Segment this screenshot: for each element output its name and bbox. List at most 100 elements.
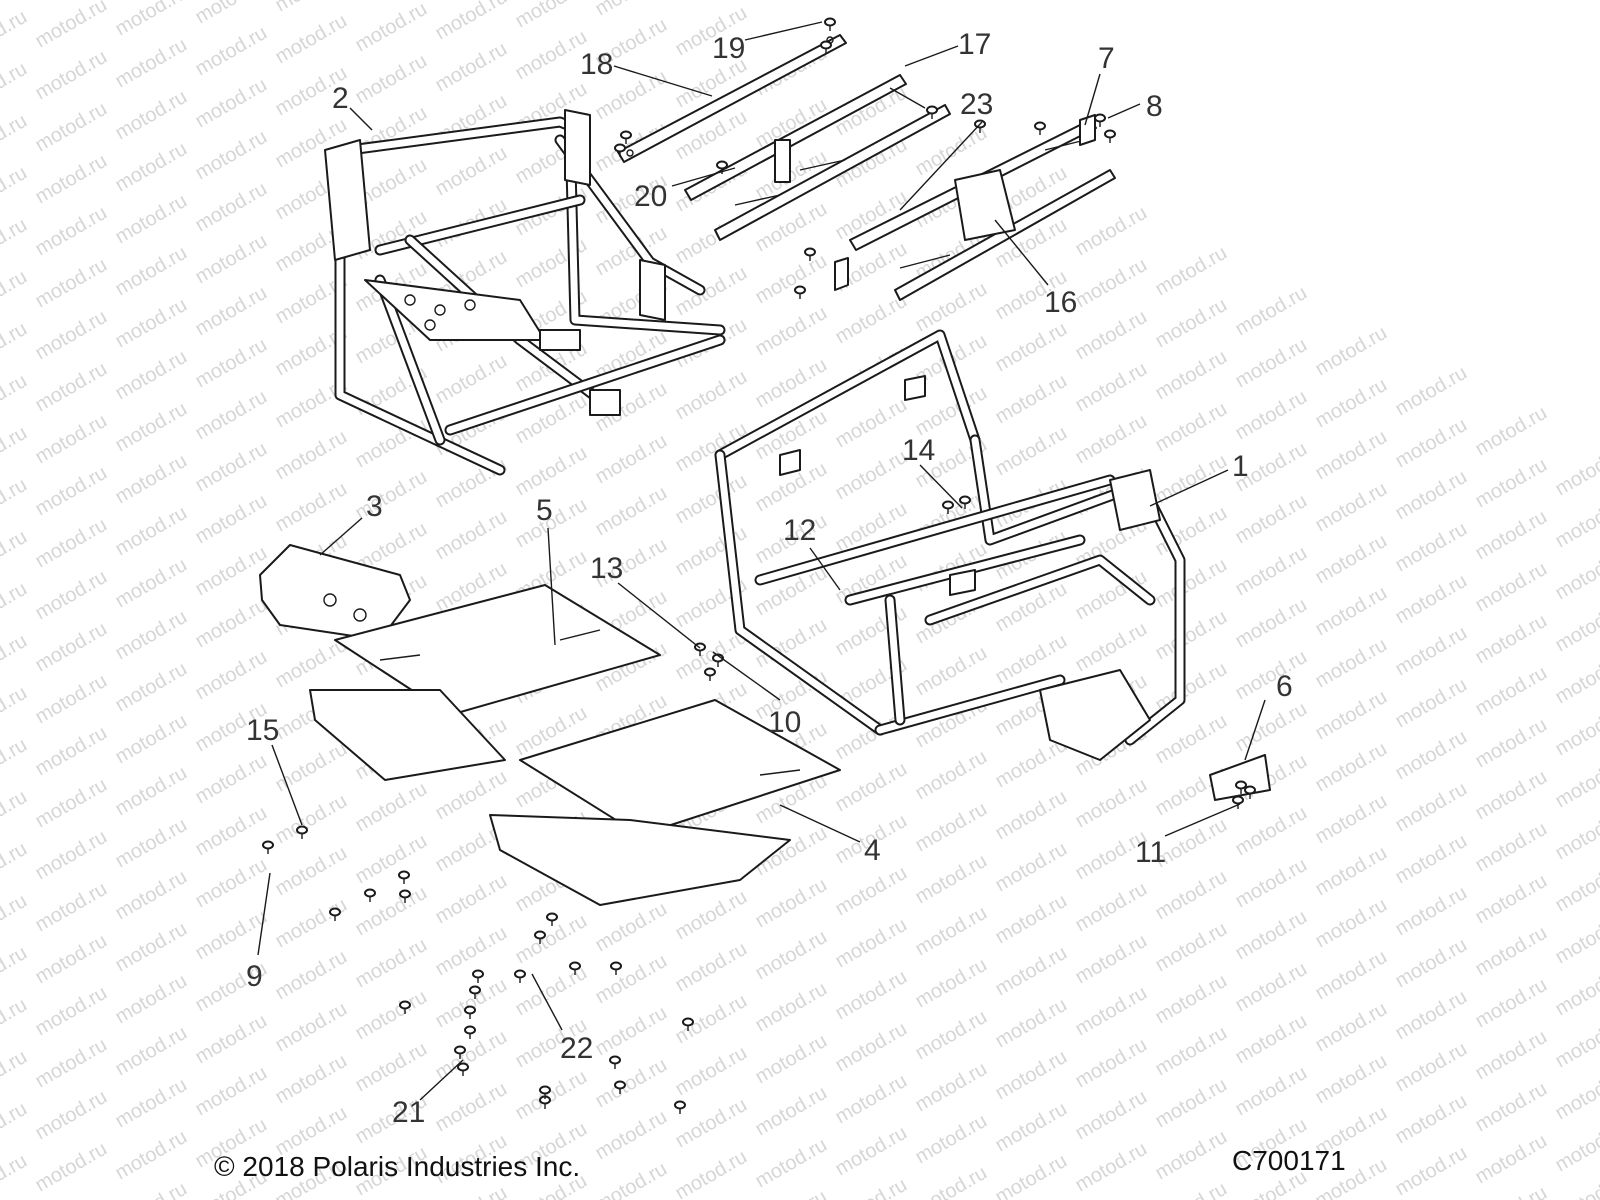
watermark-text: motod.ru: [1472, 402, 1551, 461]
callout-22: 22: [531, 973, 593, 1065]
watermark-text: motod.ru: [1232, 594, 1311, 653]
watermark-text: motod.ru: [992, 890, 1071, 949]
watermark-text: motod.ru: [1392, 882, 1471, 941]
fastener-head: [1235, 780, 1247, 790]
fastener-head: [614, 1080, 626, 1090]
fastener-head: [398, 870, 410, 880]
watermark-text: motod.ru: [1072, 878, 1151, 937]
watermark-text: motod.ru: [1472, 870, 1551, 929]
fastener-head: [804, 247, 816, 257]
watermark-text: motod.ru: [1312, 1050, 1391, 1109]
watermark-text: motod.ru: [752, 302, 831, 361]
watermark-text: motod.ru: [32, 982, 111, 1041]
fastener-head: [469, 985, 481, 995]
callout-label-1: 1: [1232, 450, 1249, 483]
watermark-text: motod.ru: [112, 1126, 191, 1185]
fastener: [296, 825, 308, 839]
fastener: [674, 1100, 686, 1114]
callout-20: 20: [634, 167, 736, 213]
callout-18: 18: [580, 48, 713, 97]
watermark-text: motod.ru: [752, 1082, 831, 1141]
watermark-text: motod.ru: [1152, 346, 1231, 405]
watermark-text: motod.ru: [832, 758, 911, 817]
watermark-text: motod.ru: [1472, 974, 1551, 1033]
watermark-text: motod.ru: [112, 86, 191, 145]
fastener-head: [464, 1025, 476, 1035]
watermark-text: motod.ru: [1392, 466, 1471, 525]
fastener: [1104, 129, 1116, 143]
callout-3: 3: [319, 490, 383, 556]
watermark-text: motod.ru: [112, 554, 191, 613]
watermark-text: motod.ru: [1472, 454, 1551, 513]
watermark-text: motod.ru: [912, 954, 991, 1013]
watermark-text: motod.ru: [992, 786, 1071, 845]
watermark-text: motod.ru: [752, 874, 831, 933]
fastener-head: [457, 1062, 469, 1072]
watermark-text: motod.ru: [192, 74, 271, 133]
watermark-text: motod.ru: [1152, 866, 1231, 925]
watermark-text: motod.ru: [272, 842, 351, 901]
watermark-text: motod.ru: [32, 514, 111, 573]
watermark-text: motod.ru: [32, 306, 111, 365]
fastener: [716, 160, 728, 174]
watermark-text: motod.ru: [1552, 806, 1600, 865]
fastener-head: [794, 285, 806, 295]
watermark-text: motod.ru: [32, 1086, 111, 1145]
watermark-text: motod.ru: [592, 950, 671, 1009]
fastener-head: [539, 1085, 551, 1095]
watermark-text: motod.ru: [1072, 618, 1151, 677]
watermark-text: motod.ru: [432, 350, 511, 409]
watermark-text: motod.ru: [32, 410, 111, 469]
watermark-text: motod.ru: [352, 50, 431, 109]
fastener-head: [472, 969, 484, 979]
watermark-text: motod.ru: [1392, 830, 1471, 889]
watermark-text: motod.ru: [992, 942, 1071, 1001]
watermark-text: motod.ru: [32, 774, 111, 833]
watermark-text: motod.ru: [0, 110, 31, 169]
watermark-text: motod.ru: [992, 370, 1071, 429]
watermark-text: motod.ru: [1232, 646, 1311, 705]
watermark-text: motod.ru: [672, 990, 751, 1049]
watermark-text: motod.ru: [1552, 910, 1600, 969]
callout-label-3: 3: [366, 490, 383, 523]
fastener: [820, 40, 832, 54]
skid-plate-part-3: [259, 544, 411, 641]
watermark-text: motod.ru: [1152, 970, 1231, 1029]
fastener: [472, 969, 484, 983]
callout-11: 11: [1135, 803, 1241, 869]
fastener: [1034, 121, 1046, 135]
fastener: [329, 907, 341, 921]
watermark-text: motod.ru: [112, 970, 191, 1029]
fastener-head: [1094, 113, 1106, 123]
watermark-text: motod.ru: [32, 618, 111, 677]
fastener-head: [399, 1000, 411, 1010]
watermark-text: motod.ru: [672, 1042, 751, 1101]
fastener: [942, 500, 954, 514]
watermark-text: motod.ru: [1472, 610, 1551, 669]
callout-17: 17: [904, 28, 991, 67]
watermark-text: motod.ru: [1472, 558, 1551, 617]
fastener-head: [1244, 785, 1256, 795]
fastener-head: [820, 40, 832, 50]
watermark-text: motod.ru: [592, 482, 671, 541]
watermark-text: motod.ru: [112, 1022, 191, 1081]
watermark-text: motod.ru: [912, 642, 991, 701]
watermark-text: motod.ru: [672, 470, 751, 529]
watermark-text: motod.ru: [1472, 1130, 1551, 1189]
fastener-head: [1232, 795, 1244, 805]
watermark-text: motod.ru: [672, 938, 751, 997]
watermark-text: motod.ru: [912, 746, 991, 805]
watermark-text: motod.ru: [1552, 598, 1600, 657]
watermark-text: motod.ru: [112, 190, 191, 249]
watermark-text: motod.ru: [1312, 998, 1391, 1057]
watermark-text: motod.ru: [112, 918, 191, 977]
watermark-text: motod.ru: [1312, 426, 1391, 485]
watermark-text: motod.ru: [1392, 518, 1471, 577]
watermark-text: motod.ru: [832, 966, 911, 1025]
watermark-text: motod.ru: [912, 1110, 991, 1169]
fastener: [539, 1085, 551, 1099]
fastener: [399, 1000, 411, 1014]
fastener: [546, 912, 558, 926]
fastener-head: [296, 825, 308, 835]
watermark-text: motod.ru: [1152, 398, 1231, 457]
